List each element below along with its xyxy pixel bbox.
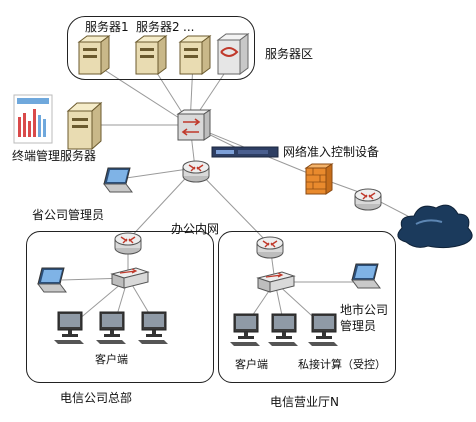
router-icon [114,232,142,255]
report-chart-icon [13,94,53,144]
router-icon [354,188,382,211]
switch-icon [256,271,296,293]
hall-region-box [218,231,396,383]
switch-icon [110,267,150,289]
hq-region-box [26,231,214,383]
server-zone-box [67,16,255,80]
tower-server-icon [77,35,111,75]
tower-server-icon [134,35,168,75]
laptop-icon [37,267,67,293]
router-icon [256,236,284,259]
desktop-pc-icon [230,313,260,346]
desktop-pc-icon [308,313,338,346]
server1-label: 服务器1 [85,20,129,34]
desktop-pc-icon [54,311,84,344]
hall-client-label: 客户端 [235,358,268,371]
hall-title-label: 电信营业厅N [270,395,339,409]
server-zone-label: 服务器区 [265,47,314,61]
tower-server-icon [66,101,103,151]
switch-icon [176,109,212,141]
province-admin-label: 省公司管理员 [32,208,105,222]
laptop-icon [351,263,381,289]
rack-appliance-icon [211,146,279,158]
tower-server-icon [216,33,250,75]
tower-server-icon [178,35,212,75]
terminal-server-label: 终端管理服务器 [12,149,97,163]
server-ellipsis-label: ... [183,20,195,34]
hq-title-label: 电信公司总部 [60,391,133,405]
internet-cloud-icon [397,204,473,249]
router-icon [182,160,210,183]
city-admin-label-line2: 管理员 [340,319,377,333]
desktop-pc-icon [268,313,298,346]
desktop-pc-icon [96,311,126,344]
desktop-pc-icon [138,311,168,344]
intranet-label: 办公内网 [171,222,220,236]
laptop-icon [103,167,133,193]
access-control-label: 网络准入控制设备 [283,145,380,159]
firewall-icon [304,163,334,195]
city-admin-label-line1: 地市公司 [340,303,389,317]
hq-client-label: 客户端 [95,353,128,366]
server2-label: 服务器2 [136,20,180,34]
private-pc-label: 私接计算（受控） [298,358,386,371]
